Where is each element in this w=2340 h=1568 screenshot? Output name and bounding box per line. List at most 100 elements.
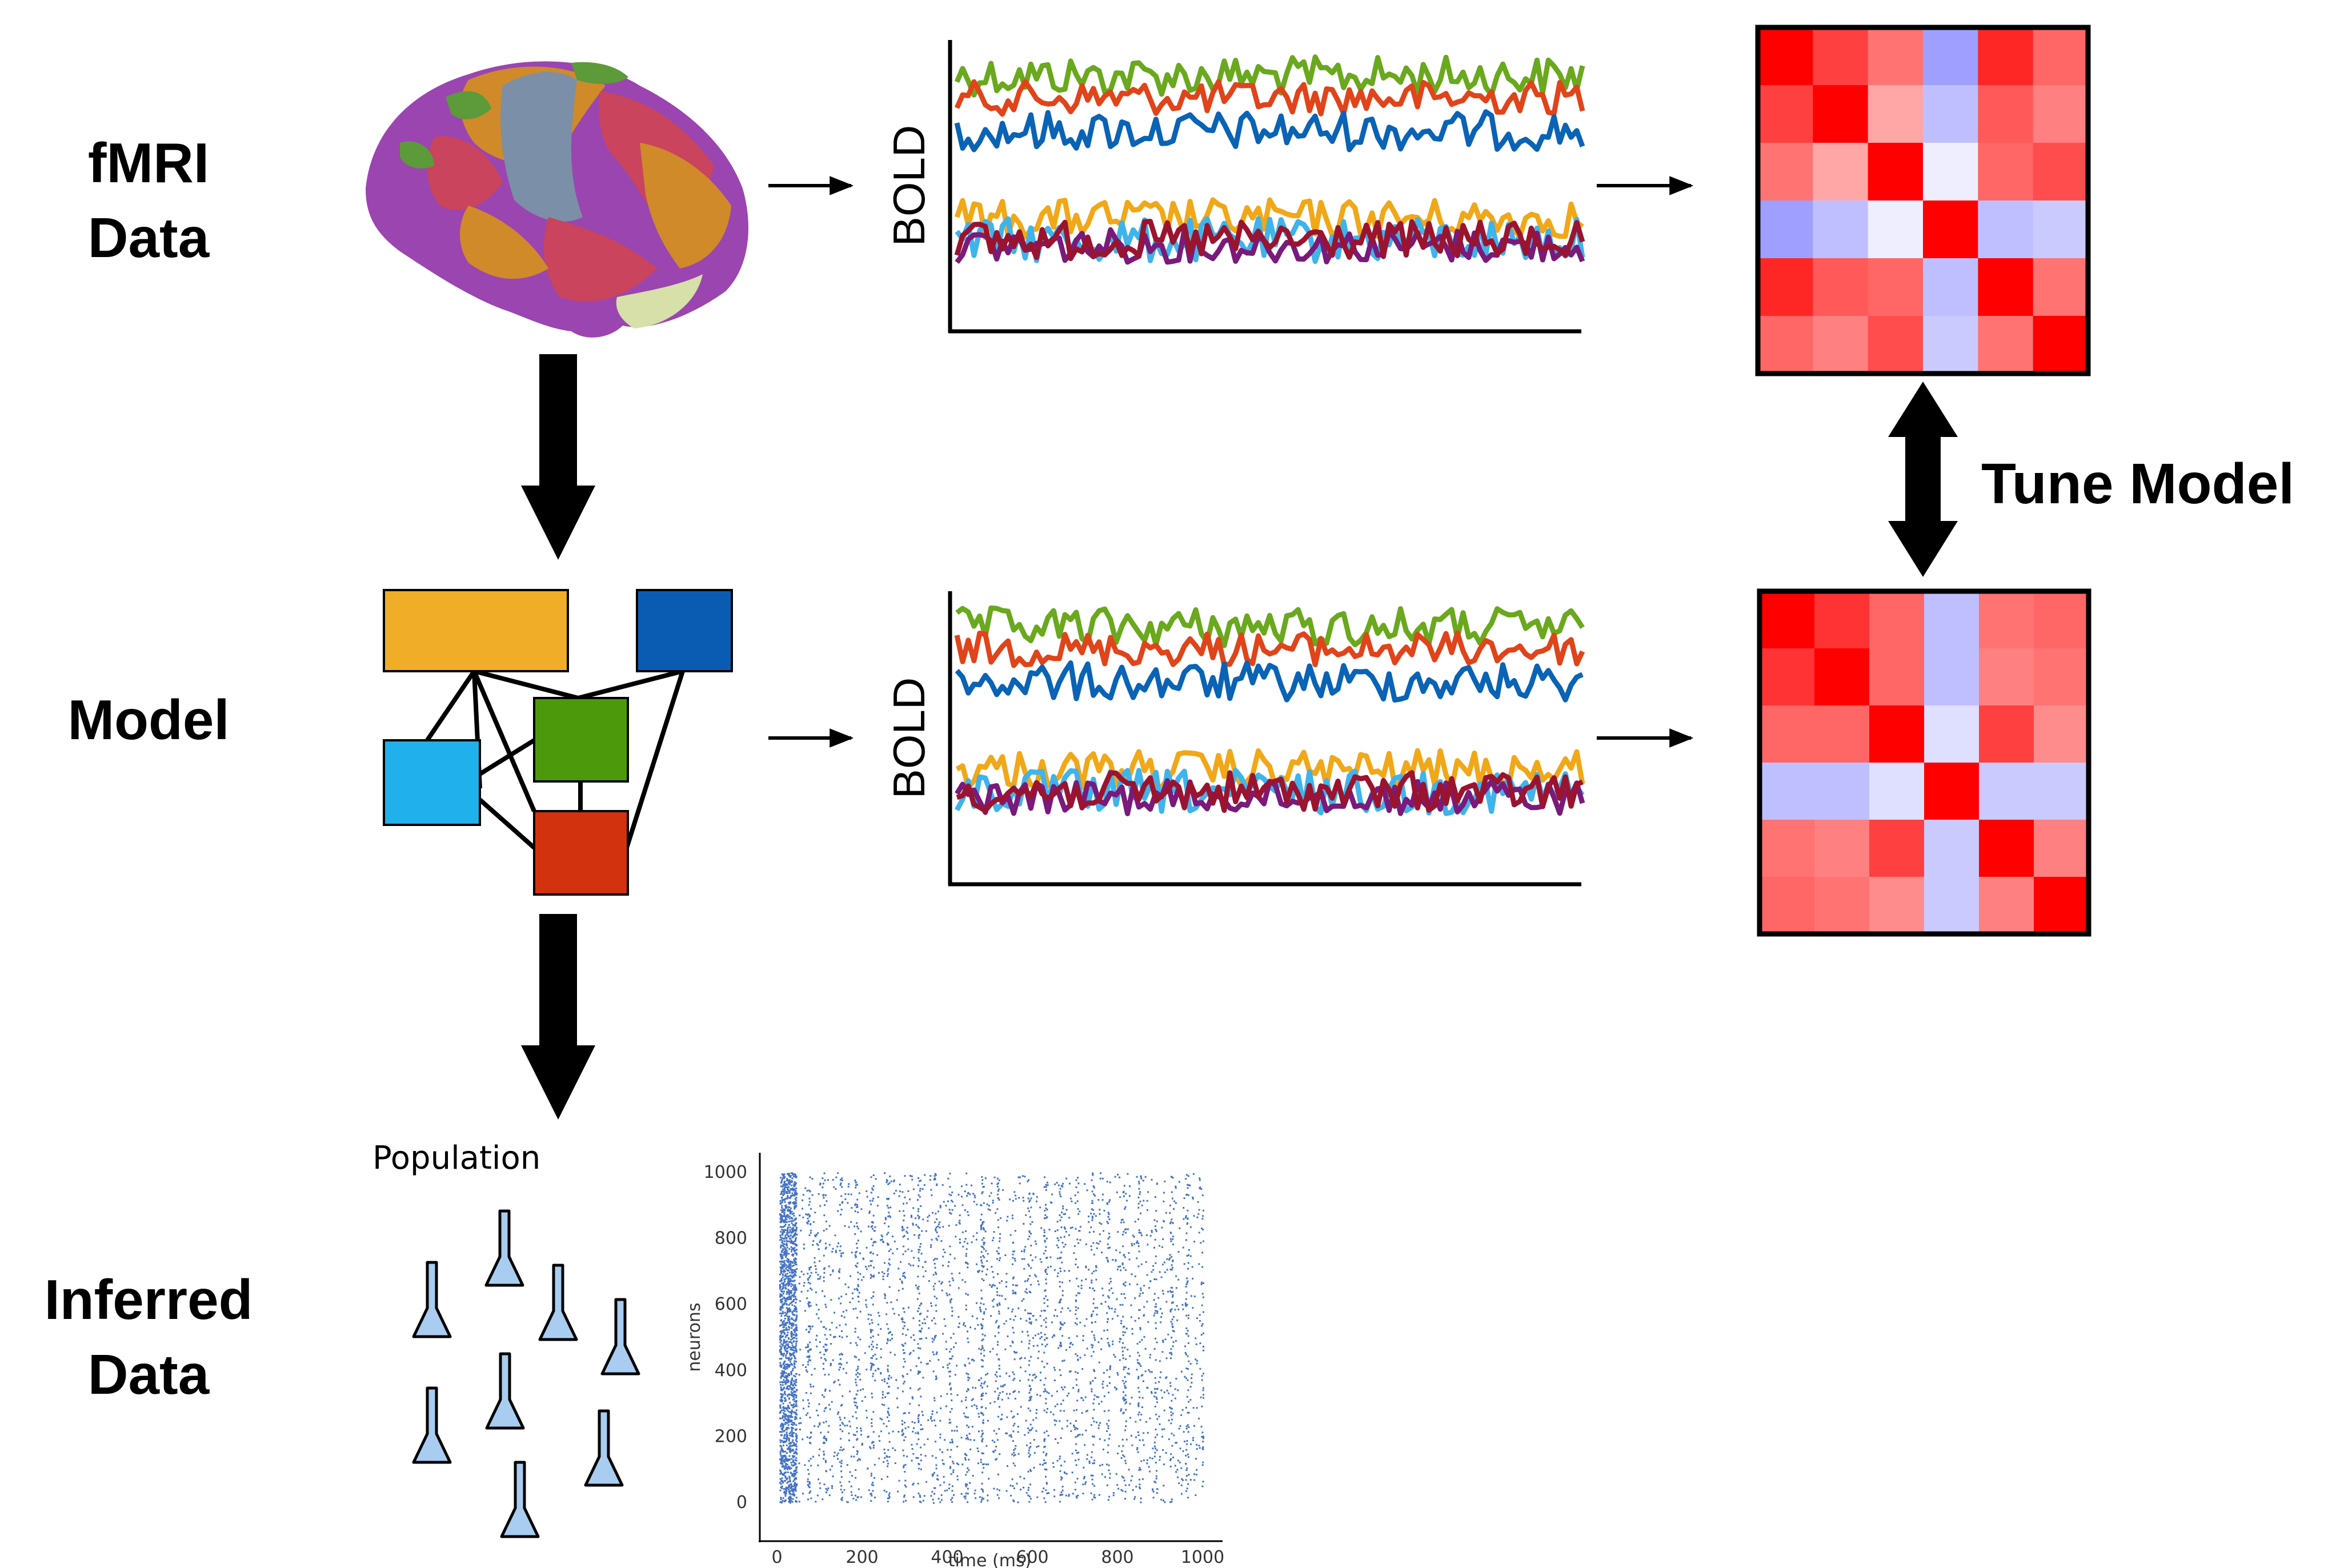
bold-trace <box>954 109 1585 153</box>
matrix-cell <box>1814 877 1870 935</box>
raster-xtick-label: 200 <box>846 1547 878 1567</box>
matrix-cell <box>1814 648 1870 706</box>
matrix-cell <box>1868 143 1924 201</box>
model-node-green <box>533 697 629 783</box>
bold-trace <box>955 227 1585 265</box>
bold-trace <box>954 79 1585 117</box>
matrix-cell <box>1758 316 1813 374</box>
matrix-cell <box>1869 648 1925 706</box>
correlation-matrix-model <box>1757 588 2091 937</box>
bold-trace <box>954 54 1585 98</box>
raster-spikes <box>779 1172 1204 1504</box>
raster-xtick-label: 800 <box>1101 1547 1133 1567</box>
tune-model-double-arrow <box>1888 382 1958 577</box>
model-node-orange <box>383 589 569 672</box>
neuron-icon <box>484 1209 524 1287</box>
neuron-icon <box>412 1386 452 1464</box>
matrix-cell <box>1978 143 2034 201</box>
population-title: Population <box>372 1140 541 1177</box>
matrix-cell <box>1869 705 1925 763</box>
matrix-cell <box>1924 591 1980 649</box>
matrix-cell <box>1760 820 1815 877</box>
matrix-cell <box>1758 27 1813 86</box>
matrix-cell <box>1979 705 2034 763</box>
matrix-cell <box>1978 85 2034 143</box>
matrix-cell <box>1924 820 1980 877</box>
matrix-cell <box>2034 820 2089 877</box>
raster-xtick-label: 400 <box>931 1547 963 1567</box>
matrix-cell <box>1758 200 1813 259</box>
matrix-cell <box>1868 316 1924 374</box>
matrix-cell <box>2033 143 2089 201</box>
matrix-cell <box>1978 27 2034 86</box>
matrix-cell <box>1813 200 1869 259</box>
bold-plot-data: BOLD <box>884 40 1585 334</box>
raster-ytick-label: 200 <box>715 1426 747 1446</box>
matrix-cell <box>1814 763 1870 820</box>
neuron-icon <box>538 1264 578 1341</box>
model-node-red <box>533 810 629 896</box>
label-fmri-data: fMRI Data <box>87 131 210 270</box>
matrix-cell <box>2034 705 2089 763</box>
matrix-cell <box>2034 763 2089 820</box>
bold-trace <box>956 770 1584 813</box>
matrix-cell <box>1760 648 1815 706</box>
matrix-cell <box>1868 200 1924 259</box>
matrix-cell <box>1978 316 2034 374</box>
bold-ylabel-bottom: BOLD <box>884 677 934 799</box>
bold-trace <box>955 660 1584 703</box>
matrix-cell <box>1814 820 1870 877</box>
bold-trace <box>954 197 1584 240</box>
matrix-cell <box>1924 763 1980 820</box>
arrow-model-to-inferred <box>521 914 595 1120</box>
matrix-cell <box>1923 200 1978 259</box>
raster-xtick-label: 1000 <box>1181 1547 1224 1567</box>
raster-xlabel: time (ms) <box>948 1551 1032 1568</box>
matrix-cell <box>1813 85 1869 143</box>
matrix-cell <box>2033 27 2089 86</box>
arrow-brain-to-model <box>521 354 595 560</box>
label-model: Model <box>67 688 230 751</box>
matrix-cell <box>1979 820 2034 877</box>
matrix-cell <box>1868 258 1924 316</box>
raster-ytick-label: 1000 <box>704 1162 747 1182</box>
matrix-cell <box>1758 85 1813 143</box>
matrix-cell <box>1923 316 1978 374</box>
matrix-cell <box>1760 591 1815 649</box>
matrix-cell <box>1813 258 1869 316</box>
matrix-cell <box>2034 877 2089 935</box>
bold-ylabel-top: BOLD <box>884 125 934 246</box>
brain-image <box>366 61 748 338</box>
raster-ytick-label: 0 <box>736 1493 747 1513</box>
raster-ylabel: neurons <box>684 1302 704 1372</box>
matrix-cell <box>1868 27 1924 86</box>
matrix-cell <box>1869 877 1925 935</box>
raster-ytick-label: 600 <box>715 1294 747 1314</box>
matrix-cell <box>1814 591 1870 649</box>
matrix-cell <box>1813 316 1869 374</box>
matrix-cell <box>1979 763 2034 820</box>
bold-plot-model: BOLD <box>884 591 1585 887</box>
neuron-icon <box>600 1298 640 1375</box>
matrix-cell <box>1978 200 2034 259</box>
correlation-matrix-data <box>1755 25 2091 376</box>
matrix-cell <box>1978 258 2034 316</box>
matrix-cell <box>1924 877 1980 935</box>
bold-trace <box>954 630 1585 668</box>
matrix-cell <box>1760 763 1815 820</box>
matrix-cell <box>2033 200 2089 259</box>
model-network <box>383 589 733 896</box>
matrix-cell <box>2034 648 2089 706</box>
neuron-icon <box>584 1409 624 1487</box>
matrix-cell <box>1869 820 1925 877</box>
matrix-cell <box>1923 258 1978 316</box>
matrix-cell <box>1979 877 2034 935</box>
matrix-cell <box>1924 648 1980 706</box>
matrix-cell <box>1868 85 1924 143</box>
model-node-lightblue <box>383 739 481 826</box>
matrix-cell <box>1923 85 1978 143</box>
raster-ytick-label: 400 <box>715 1361 747 1381</box>
model-node-blue <box>636 589 733 672</box>
